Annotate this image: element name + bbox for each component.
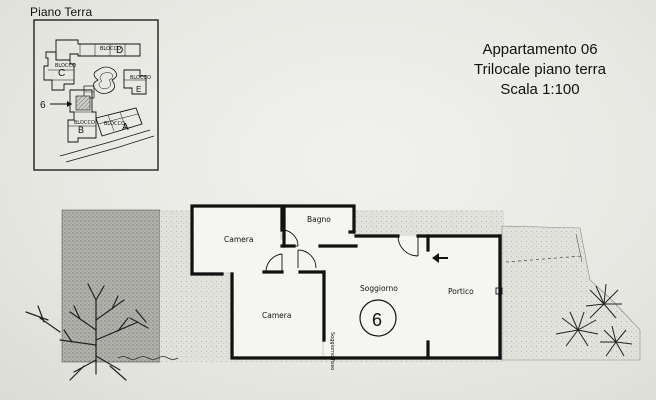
block-d-small: BLOCCO [100, 46, 121, 52]
shrub-left-icon [25, 283, 149, 381]
apartment-marker: 6 [40, 100, 46, 111]
plant-right-far-icon [600, 325, 633, 357]
block-e-small: BLOCCO [130, 75, 151, 81]
room-label-portico: Portico [448, 287, 474, 296]
apartment-type: Trilocale piano terra [473, 61, 606, 78]
block-c: BLOCCO C [43, 51, 76, 91]
door-swings [265, 229, 503, 295]
highlighted-apartment [75, 95, 91, 111]
block-d-letter: D [116, 45, 123, 56]
plan-scale: Scala 1:100 [500, 81, 580, 98]
block-c-small: BLOCCO [55, 63, 76, 69]
block-b-small: BLOCCO [74, 120, 95, 126]
block-e: BLOCCO E [123, 69, 151, 95]
plan-header: Appartamento 06 Trilocale piano terra Sc… [440, 40, 640, 100]
block-e-letter: E [136, 85, 141, 94]
apartment-number: 6 [372, 310, 382, 330]
walls [190, 204, 502, 360]
inset-frame [33, 19, 159, 171]
pool-shape [93, 66, 117, 94]
block-b-letter: B [78, 125, 84, 135]
block-a: BLOCCO A [95, 107, 143, 137]
plant-right-bottom-icon [555, 311, 599, 347]
plant-right-top-icon [585, 283, 622, 319]
room-label-soggiorno: Soggiorno [360, 284, 398, 293]
block-c-letter: C [58, 68, 65, 79]
apartment-number-badge: 6 [359, 299, 397, 337]
room-label-camera-top: Camera [224, 235, 253, 244]
right-garden [501, 225, 641, 361]
room-note-small: Soggiorno fisso [329, 332, 335, 370]
block-b: BLOCCO B [67, 89, 97, 143]
block-a-letter: A [122, 122, 129, 133]
site-map-inset: BLOCCO D BLOCCO C [33, 19, 159, 171]
hedge-line [117, 356, 179, 360]
left-garden [61, 209, 161, 363]
room-floors [194, 208, 498, 356]
arrow-left-icon [432, 253, 448, 263]
room-label-camera-bottom: Camera [262, 311, 291, 320]
block-a-small: BLOCCO [104, 121, 125, 127]
room-label-bagno: Bagno [307, 215, 331, 224]
block-d: BLOCCO D [55, 39, 141, 61]
apartment-title: Appartamento 06 [482, 41, 598, 58]
inset-title: Piano Terra [30, 5, 93, 19]
